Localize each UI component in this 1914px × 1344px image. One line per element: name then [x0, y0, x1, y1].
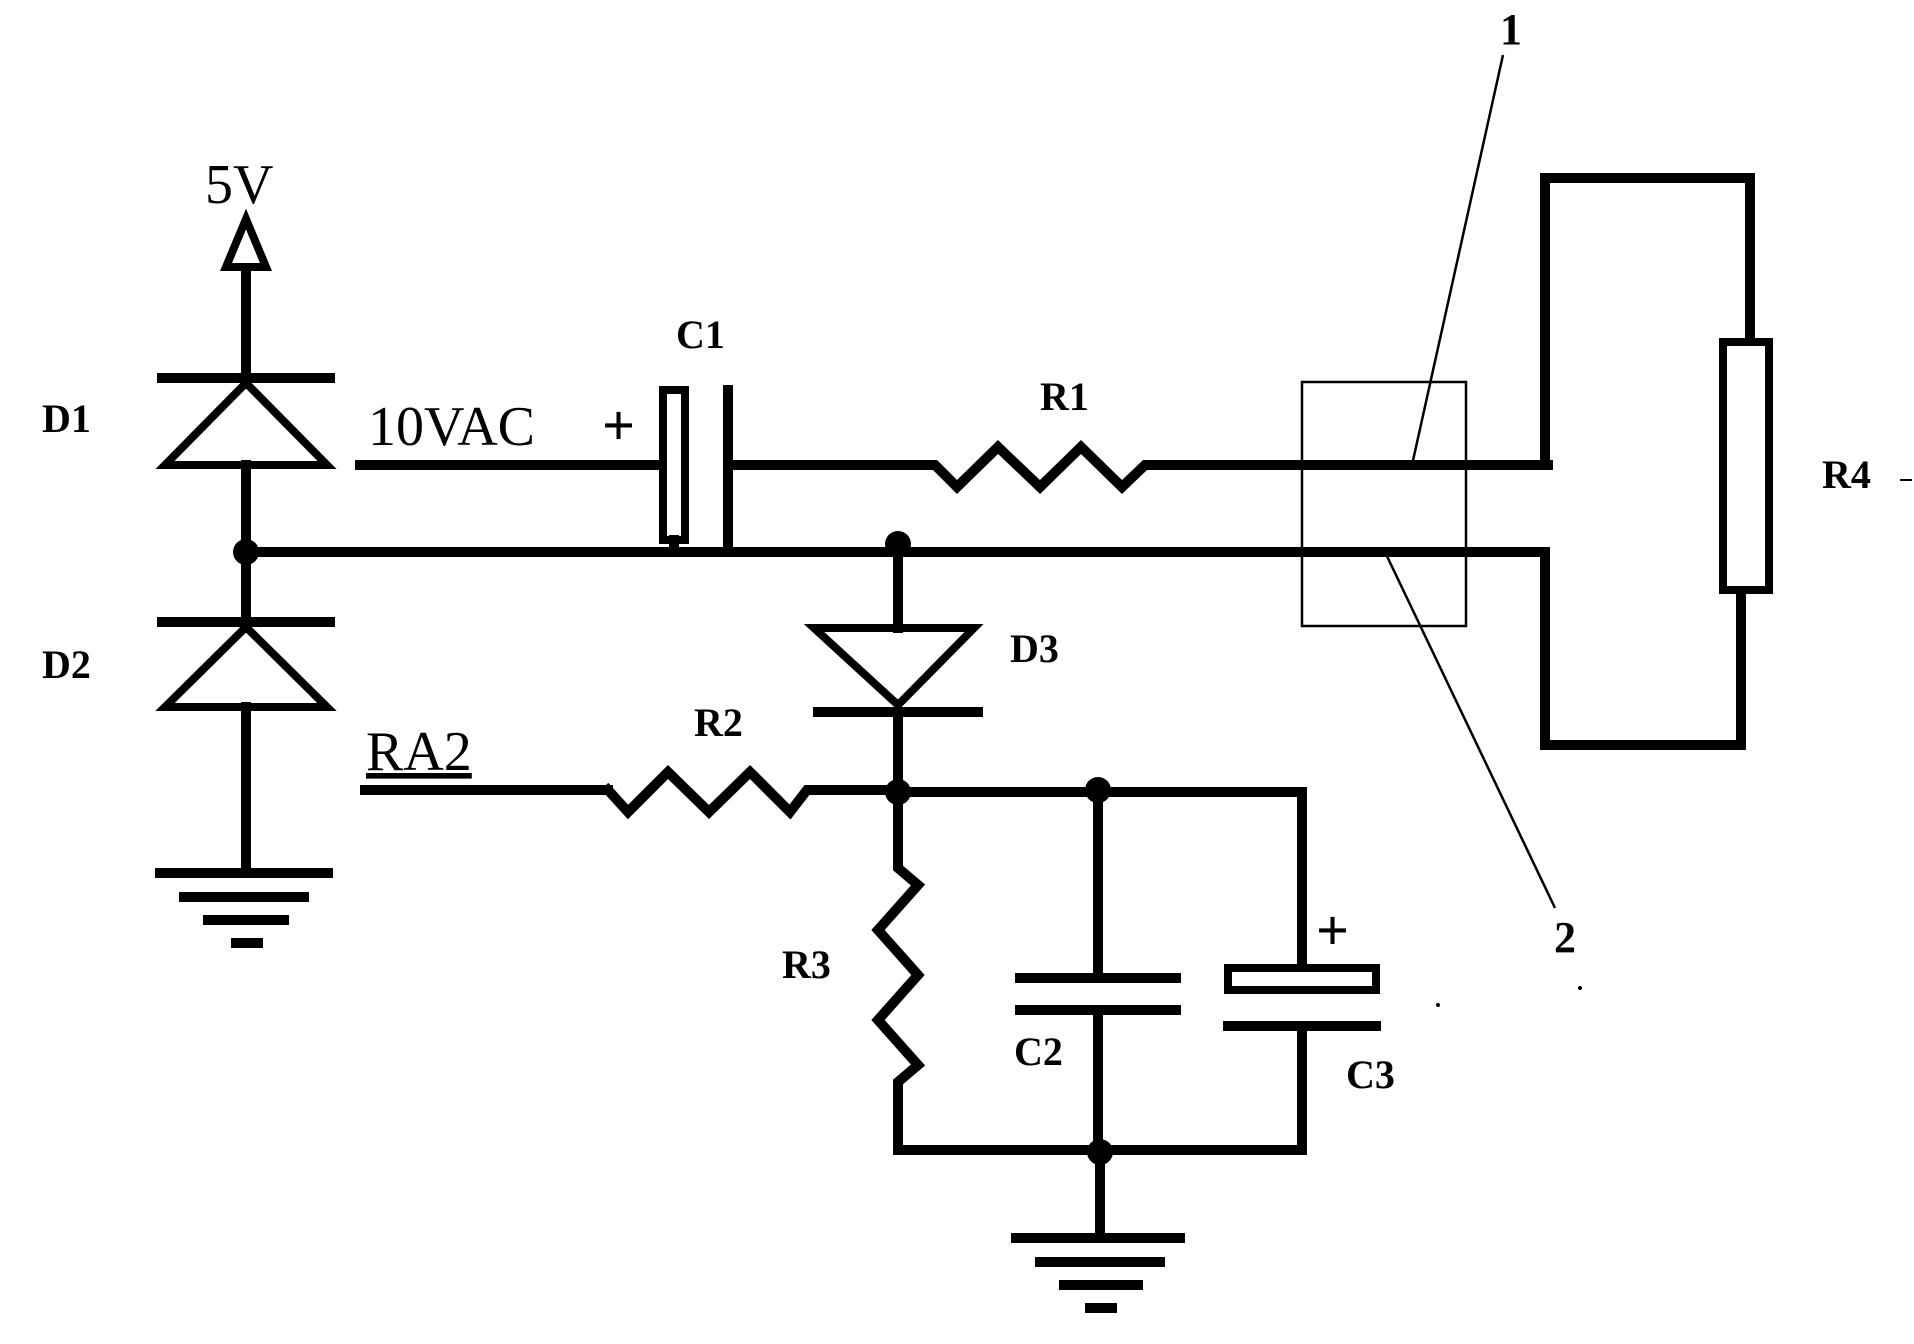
capacitor-c1 [663, 390, 728, 552]
resistor-r3 [878, 792, 918, 1150]
stray-dot [1578, 986, 1582, 990]
label-c2: C2 [1014, 1029, 1063, 1074]
resistor-r4 [1723, 342, 1769, 590]
diode-d3 [814, 552, 978, 790]
diode-d1 [162, 378, 330, 552]
resistor-r2 [608, 772, 898, 812]
label-d2: D2 [42, 642, 91, 687]
connector-box [1302, 382, 1466, 626]
label-r3: R3 [782, 942, 831, 987]
ground-symbol-bottom [1016, 1152, 1180, 1308]
diode-d2 [162, 552, 330, 870]
c3-polarity-plus: + [1316, 898, 1349, 963]
label-ra2: RA2 [366, 721, 472, 783]
label-r2: R2 [694, 700, 743, 745]
callout-leader-2 [1385, 552, 1555, 908]
resistor-r1 [728, 447, 1548, 487]
label-r4: R4 [1822, 452, 1871, 497]
label-c3: C3 [1346, 1052, 1395, 1097]
capacitor-c2 [1020, 790, 1176, 1150]
label-c1: C1 [676, 312, 725, 357]
label-d1: D1 [42, 396, 91, 441]
label-r1: R1 [1040, 374, 1089, 419]
stray-dot [1436, 1003, 1440, 1007]
callout-label-2: 2 [1554, 913, 1576, 962]
label-d3: D3 [1010, 626, 1059, 671]
supply-5v-symbol [226, 219, 266, 378]
label-10vac: 10VAC [368, 396, 535, 458]
c1-polarity-plus: + [602, 393, 635, 458]
label-5v: 5V [205, 154, 273, 216]
callout-leader-1 [1412, 55, 1503, 465]
ground-symbol-left [160, 873, 328, 943]
callout-label-1: 1 [1500, 5, 1522, 54]
